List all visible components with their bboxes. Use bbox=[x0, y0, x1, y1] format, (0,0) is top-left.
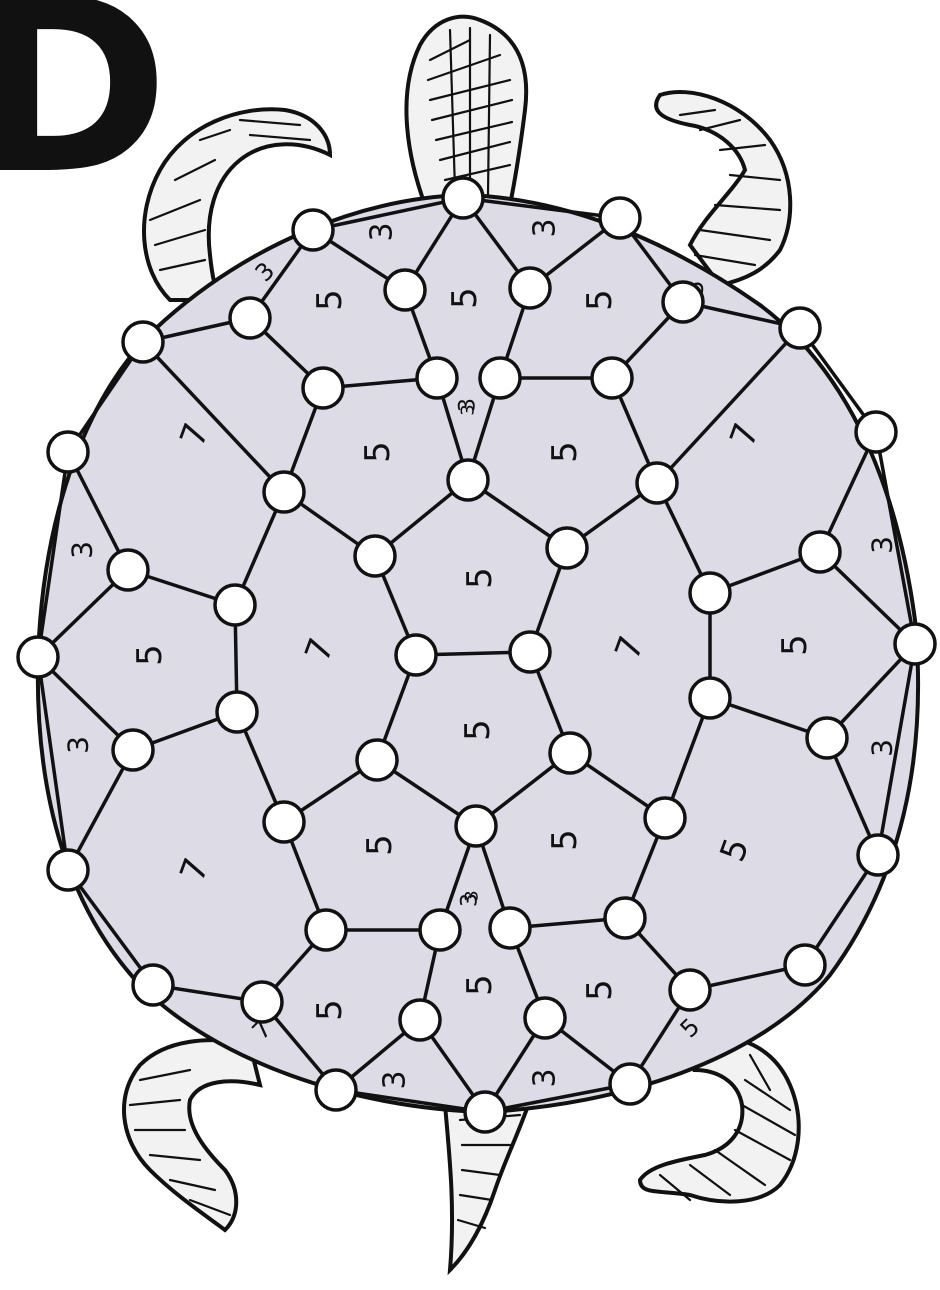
shell-node bbox=[690, 573, 730, 613]
face-label: 5 bbox=[460, 567, 500, 589]
face-label: 5 bbox=[130, 644, 170, 666]
face-label: 5 bbox=[310, 999, 350, 1021]
shell-node bbox=[456, 806, 496, 846]
shell-node bbox=[357, 740, 397, 780]
shell-node bbox=[396, 635, 436, 675]
shell-node bbox=[605, 898, 645, 938]
shell-node bbox=[113, 730, 153, 770]
face-label: 3 bbox=[66, 541, 99, 559]
shell-node bbox=[133, 965, 173, 1005]
face-label: 5 bbox=[445, 287, 485, 309]
shell-node bbox=[637, 463, 677, 503]
panel-letter: D bbox=[0, 0, 169, 227]
shell-node bbox=[600, 198, 640, 238]
shell-node bbox=[480, 358, 520, 398]
shell-node bbox=[385, 270, 425, 310]
shell-node bbox=[610, 1064, 650, 1104]
shell-node bbox=[510, 268, 550, 308]
face-label: 5 bbox=[460, 974, 500, 996]
shell-node bbox=[785, 945, 825, 985]
shell-node bbox=[18, 637, 58, 677]
shell-node bbox=[592, 358, 632, 398]
shell-node bbox=[306, 910, 346, 950]
shell-node bbox=[448, 460, 488, 500]
shell-node bbox=[242, 982, 282, 1022]
shell-node bbox=[490, 908, 530, 948]
shell-node bbox=[293, 210, 333, 250]
shell-node bbox=[417, 358, 457, 398]
shell-node bbox=[550, 733, 590, 773]
shell-node bbox=[123, 322, 163, 362]
face-label: 3 bbox=[365, 222, 400, 241]
shell-node bbox=[215, 585, 255, 625]
face-label: 5 bbox=[775, 634, 815, 656]
face-label: 3 bbox=[528, 218, 563, 237]
face-label: 5 bbox=[360, 834, 400, 856]
shell-node bbox=[420, 910, 460, 950]
face-label: 5 bbox=[580, 289, 620, 311]
shell-node bbox=[856, 412, 896, 452]
shell-node bbox=[217, 692, 257, 732]
shell-node bbox=[510, 632, 550, 672]
face-label: 3 bbox=[528, 1068, 563, 1087]
shell-node bbox=[547, 528, 587, 568]
shell-node bbox=[807, 718, 847, 758]
panel-letter-d: D bbox=[0, 0, 169, 227]
face-label: 5 bbox=[580, 979, 620, 1001]
shell-node bbox=[264, 472, 304, 512]
face-label: 3 bbox=[866, 536, 899, 554]
shell-node bbox=[780, 308, 820, 348]
shell-node bbox=[800, 532, 840, 572]
shell-node bbox=[48, 850, 88, 890]
shell-node bbox=[230, 298, 270, 338]
shell-node bbox=[663, 282, 703, 322]
face-label: 3 bbox=[866, 739, 899, 757]
shell-node bbox=[858, 835, 898, 875]
shell-node bbox=[48, 432, 88, 472]
shell-node bbox=[355, 536, 395, 576]
face-label: 5 bbox=[358, 441, 398, 463]
shell-node bbox=[264, 802, 304, 842]
shell-node bbox=[690, 678, 730, 718]
face-label: 5 bbox=[458, 719, 498, 741]
face-label: 3 bbox=[458, 404, 479, 415]
shell-node bbox=[303, 368, 343, 408]
shell-node bbox=[895, 624, 935, 664]
shell-node bbox=[645, 798, 685, 838]
face-label: 3 bbox=[62, 736, 95, 754]
shell-node bbox=[465, 1092, 505, 1132]
face-label: 3 bbox=[378, 1070, 413, 1089]
shell-node bbox=[443, 178, 483, 218]
shell-node bbox=[400, 1000, 440, 1040]
shell-node bbox=[108, 550, 148, 590]
face-label: 5 bbox=[545, 829, 585, 851]
face-label: 3 bbox=[462, 890, 483, 901]
face-label: 5 bbox=[545, 441, 585, 463]
shell-node bbox=[316, 1070, 356, 1110]
shell-node bbox=[670, 970, 710, 1010]
shell-node bbox=[525, 998, 565, 1038]
face-label: 5 bbox=[310, 289, 350, 311]
